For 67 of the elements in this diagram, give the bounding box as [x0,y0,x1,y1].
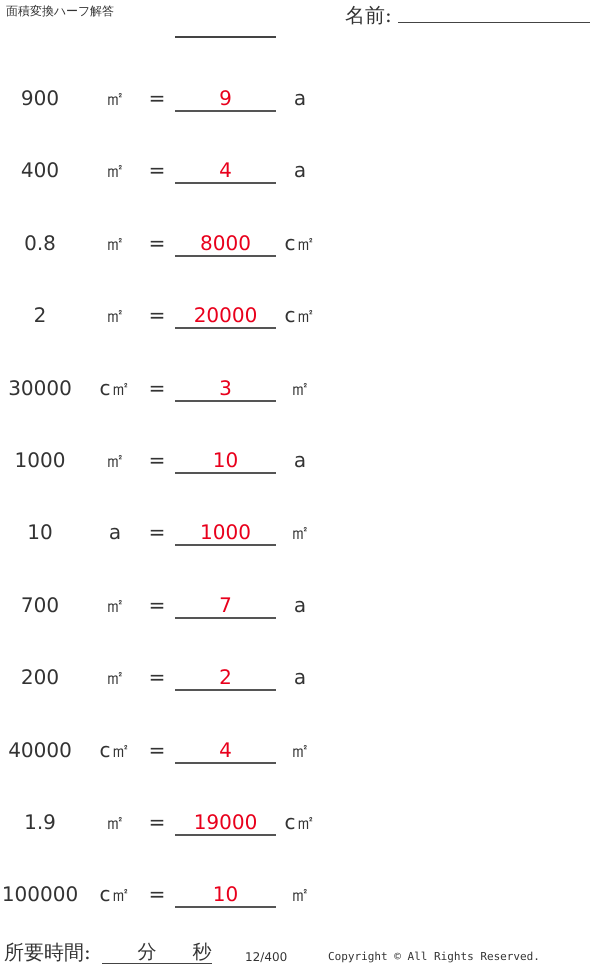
answer-field: 7 [175,592,276,619]
name-label: 名前: [345,5,392,25]
equals-sign: = [148,160,166,180]
unit: a [294,667,306,688]
number: 10 [27,522,53,542]
answer-field: 20000 [175,303,276,330]
equals-sign: = [148,305,166,326]
unit: ㎡ [105,160,125,180]
unit: ㎡ [105,812,125,832]
unit: ㎡ [105,450,125,470]
equals-sign: = [148,740,166,760]
answer-field: 10 [175,882,276,908]
answer-field: 4 [175,158,276,184]
number: 700 [20,594,60,615]
number: 0.8 [24,232,56,253]
number: 1000 [14,450,66,470]
equals-sign: = [148,378,166,398]
unit: ㎡ [105,232,125,253]
unit: ㎡ [290,884,310,904]
copyright-notice: Copyright © All Rights Reserved. [328,951,540,962]
answer-field: 9 [175,86,276,112]
answer-field: 19000 [175,810,276,836]
answer-field: 3 [175,376,276,402]
unit: c㎡ [100,378,130,398]
equals-sign: = [148,232,166,253]
unit: ㎡ [105,667,125,688]
unit: ㎡ [105,594,125,615]
number: 2 [34,305,46,326]
unit: ㎡ [290,740,310,760]
unit: c㎡ [100,740,130,760]
number: 30000 [8,378,72,398]
unit: a [294,594,306,615]
unit: c㎡ [284,812,316,832]
unit: ㎡ [290,378,310,398]
unit: ㎡ [105,88,125,108]
unit: a [294,88,306,108]
equals-sign: = [148,450,166,470]
equals-sign: = [148,88,166,108]
equals-sign: = [148,522,166,542]
minutes-label: 分 [138,943,156,962]
number: 200 [20,667,60,688]
number: 100000 [2,884,78,904]
unit: c㎡ [100,884,130,904]
seconds-label: 秒 [192,943,212,962]
equals-sign: = [148,812,166,832]
worksheet-title: 面積変換ハーフ解答 [6,5,114,17]
answer-field: 2 [175,665,276,692]
unit: c㎡ [284,305,316,326]
unit: a [294,160,306,180]
number: 1.9 [24,812,56,832]
equals-sign: = [148,884,166,904]
number: 40000 [8,740,72,760]
unit: c㎡ [284,232,316,253]
time-label: 所要時間: [4,942,91,962]
equals-sign: = [148,594,166,615]
answer-field: 1000 [175,520,276,546]
unit: ㎡ [290,522,310,542]
equals-sign: = [148,667,166,688]
answer-field: 4 [175,738,276,764]
unit: a [294,450,306,470]
page-number: 12/400 [245,951,288,963]
answer-field: 10 [175,448,276,474]
number: 900 [20,88,60,108]
number: 400 [20,160,60,180]
unit: ㎡ [105,305,125,326]
unit: a [108,522,122,542]
answer-field: 8000 [175,230,276,257]
